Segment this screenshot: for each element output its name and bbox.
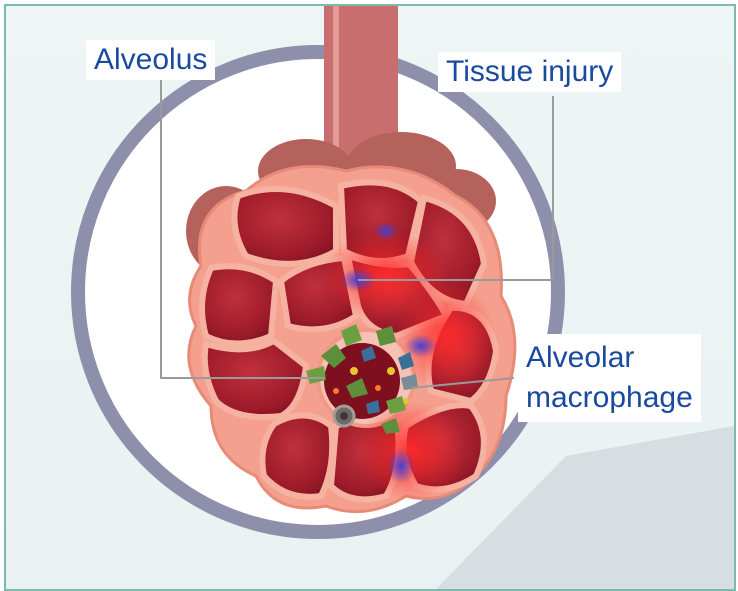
label-alveolus: Alveolus xyxy=(86,40,215,80)
alveolus-illustration xyxy=(6,6,734,589)
label-macrophage-line1: Alveolar xyxy=(526,338,693,378)
label-alveolar-macrophage: Alveolar macrophage xyxy=(518,334,701,422)
figure-frame: Alveolus Tissue injury Alveolar macropha… xyxy=(4,4,736,591)
label-tissue-injury: Tissue injury xyxy=(438,52,621,92)
label-macrophage-line2: macrophage xyxy=(526,378,693,418)
